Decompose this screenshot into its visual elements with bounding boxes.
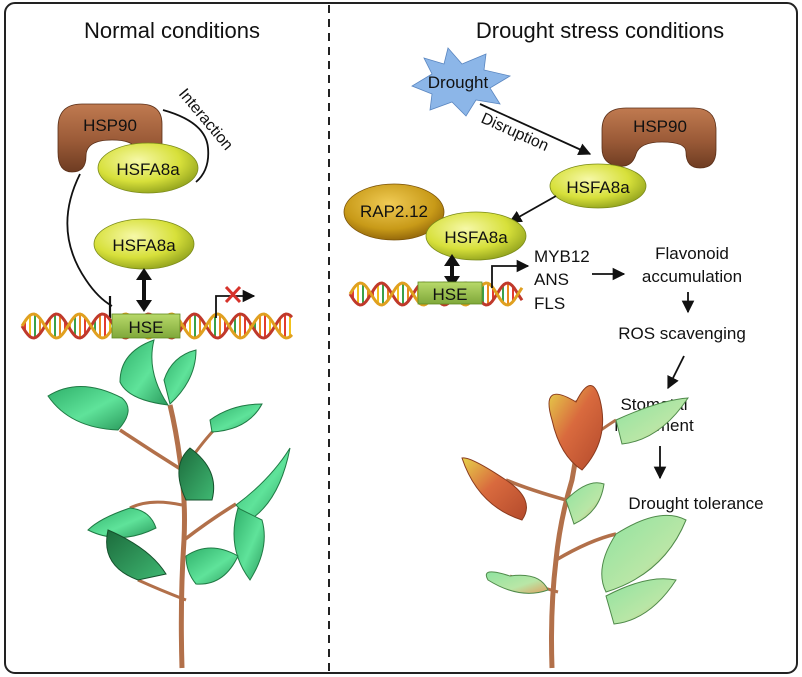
leaf [615,397,689,445]
leaf [235,447,291,521]
hsfa8a-rap-ellipse [425,211,527,261]
hsfa8a-released-ellipse [549,163,647,209]
tolerance-label: Drought tolerance [628,494,763,513]
drought-hsp90-label: HSP90 [633,117,687,136]
leaf [233,507,265,581]
normal-hsfa8a-bound: HSFA8a [97,142,199,194]
gene-ans: ANS [534,270,569,289]
drought-hse-label: HSE [433,285,468,304]
leaf [163,349,197,405]
drought-plant-illustration [461,385,689,669]
rap-label: RAP2.12 [360,202,428,221]
gene-myb12: MYB12 [534,247,590,266]
rap-protein: RAP2.12 [343,183,445,241]
hsp90-shape [601,107,717,169]
leaf [485,571,549,594]
normal-hsfa8a-bound-label: HSFA8a [116,160,180,179]
leaf [209,403,263,433]
normal-hsfa8a-free: HSFA8a [93,218,195,270]
drought-starburst-icon: Drought [411,47,512,117]
flavonoid-line1: Flavonoid [655,244,729,263]
leaf [605,578,677,625]
leaf-red [548,385,604,471]
leaf [178,447,215,501]
drought-hsfa8a-bound: HSFA8a [425,211,527,261]
rap-ellipse [343,183,445,241]
normal-hsp90-label: HSP90 [83,116,137,135]
drought-hsfa8a-bound-label: HSFA8a [444,228,508,247]
repression-x-icon [224,285,242,304]
ros-to-stomatal-arrow [667,355,685,390]
leaf [47,386,129,431]
normal-stem [167,404,187,669]
hsfa8a-bound-ellipse [97,142,199,194]
flavonoid-line2: accumulation [642,267,742,286]
gene-fls: FLS [534,294,565,313]
normal-plant-illustration [47,339,291,669]
leaf [106,529,167,581]
translocation-arrow [508,195,557,223]
leaf [119,339,170,406]
drought-hse-box: HSE [417,281,483,305]
drought-hsp90: HSP90 [601,107,717,169]
normal-title: Normal conditions [84,18,260,43]
panel-drought: Drought stress conditions Drought Disrup… [343,18,764,669]
blocked-transcription-arrow [215,289,256,318]
normal-binding-double-arrow [136,268,152,312]
normal-hsp90: HSP90 [57,103,163,173]
leaf [565,482,605,525]
activated-transcription-arrow [491,259,530,288]
normal-hse-box: HSE [111,313,181,339]
leaf-red [461,457,527,521]
drought-hsfa8a-released: HSFA8a [549,163,647,209]
ros-label: ROS scavenging [618,324,746,343]
normal-hsfa8a-free-label: HSFA8a [112,236,176,255]
drought-title: Drought stress conditions [476,18,724,43]
inhibition-line [66,173,113,307]
leaf [601,514,687,593]
drought-hsfa8a-released-label: HSFA8a [566,178,630,197]
drought-label: Drought [428,73,489,92]
normal-hse-label: HSE [129,318,164,337]
leaf [185,547,239,585]
interaction-arc [162,109,210,183]
disruption-arrow [479,103,592,156]
